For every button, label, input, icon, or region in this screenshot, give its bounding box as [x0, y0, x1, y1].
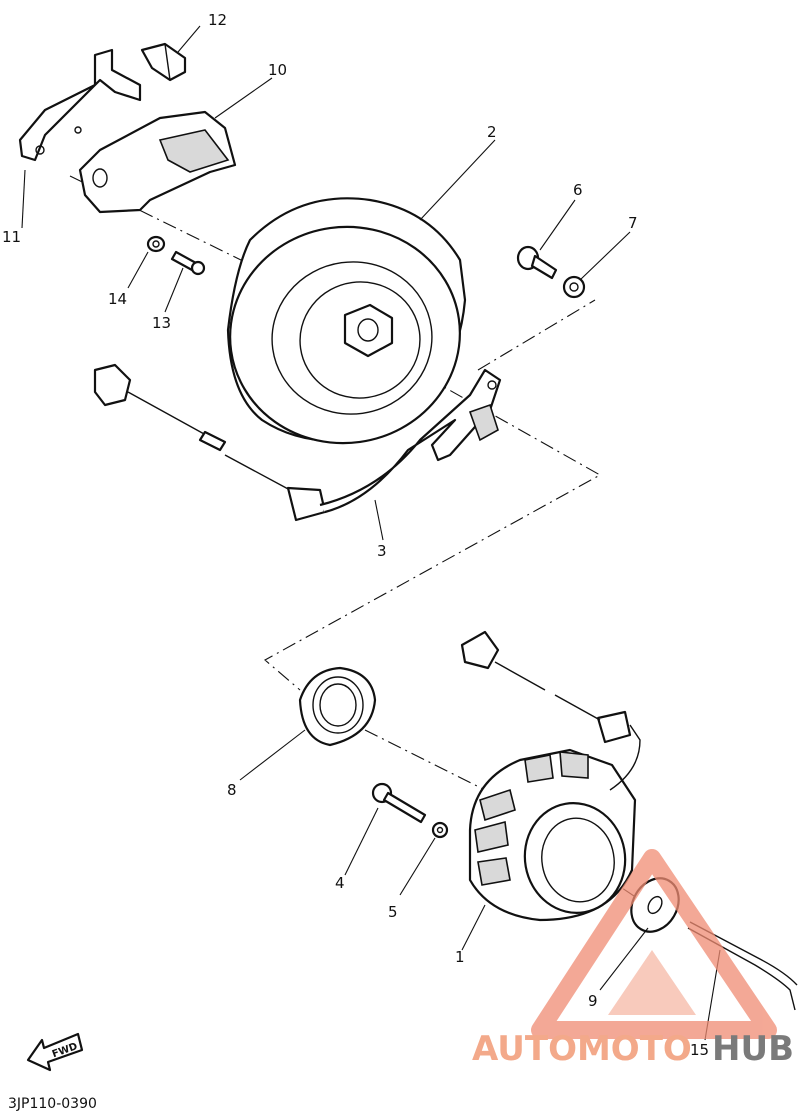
- watermark: AUTOMOTO HUB: [472, 849, 794, 1069]
- callout-10: 10: [268, 61, 287, 79]
- part-1-stator: [460, 630, 641, 922]
- part-5-washer: [431, 821, 449, 839]
- callout-8: 8: [227, 781, 237, 799]
- watermark-logo-icon: [531, 849, 777, 1039]
- fwd-arrow-icon: FWD: [26, 1032, 84, 1072]
- part-10-cover: [78, 110, 237, 214]
- part-4-screw: [371, 782, 427, 824]
- leader-lines: [21, 25, 721, 1041]
- callout-labels: 12 10 2 6 7 11 14 13 3 8 4 5 1 9 15: [2, 11, 709, 1059]
- part-12-cap: [140, 42, 187, 82]
- part-13-bolt: [170, 250, 206, 276]
- part-8-plate: [298, 666, 377, 747]
- part-7-washer: [562, 275, 586, 299]
- part-2-rotor: [226, 197, 467, 445]
- part-15-wire: [687, 921, 798, 1011]
- callout-11: 11: [2, 228, 21, 246]
- callout-9: 9: [588, 992, 598, 1010]
- part-3-pickup-coil: [93, 363, 502, 522]
- callout-4: 4: [335, 874, 345, 892]
- callout-12: 12: [208, 11, 227, 29]
- watermark-brand-part1: AUTOMOTO: [472, 1029, 692, 1069]
- diagram-code: 3JP110-0390: [8, 1096, 97, 1112]
- part-11-bracket: [18, 48, 142, 162]
- callout-2: 2: [487, 123, 497, 141]
- callout-13: 13: [152, 314, 171, 332]
- callout-5: 5: [388, 903, 398, 921]
- callout-14: 14: [108, 290, 127, 308]
- part-14-washer: [146, 235, 166, 253]
- callout-15: 15: [690, 1041, 709, 1059]
- callout-3: 3: [377, 542, 387, 560]
- callout-1: 1: [455, 948, 465, 966]
- watermark-brand-part2: HUB: [712, 1029, 794, 1069]
- part-6-bolt: [516, 245, 558, 280]
- callout-6: 6: [573, 181, 583, 199]
- callout-7: 7: [628, 214, 638, 232]
